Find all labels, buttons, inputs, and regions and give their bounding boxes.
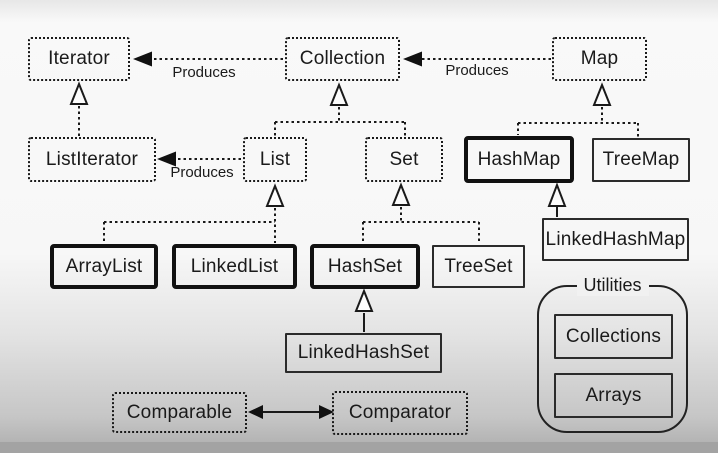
edge-listiterator-extends-iterator	[69, 81, 89, 136]
node-comparator: Comparator	[332, 391, 468, 435]
node-treemap: TreeMap	[592, 138, 690, 182]
produces-label: Produces	[445, 62, 509, 79]
node-treeset: TreeSet	[432, 245, 525, 288]
edge-hashmap-treemap-implement-map	[517, 82, 639, 137]
node-collections-utility: Collections	[554, 314, 673, 359]
node-list: List	[243, 137, 307, 182]
node-hashset: HashSet	[310, 244, 420, 289]
edge-map-produces-collection	[403, 51, 551, 67]
node-collection: Collection	[285, 37, 400, 81]
node-arrays-utility: Arrays	[554, 373, 673, 418]
node-comparable: Comparable	[112, 392, 247, 433]
node-linkedhashset: LinkedHashSet	[285, 333, 442, 373]
produces-label: Produces	[172, 64, 236, 81]
edge-linkedhashset-extends-hashset	[354, 288, 374, 332]
node-linkedlist: LinkedList	[172, 244, 297, 289]
utilities-title: Utilities	[576, 275, 649, 296]
produces-label: Produces	[170, 164, 234, 181]
edge-list-produces-listiterator	[157, 151, 241, 167]
node-linkedhashmap: LinkedHashMap	[542, 218, 689, 261]
video-letterbox-band	[0, 442, 718, 453]
node-iterator: Iterator	[28, 37, 130, 81]
node-hashmap: HashMap	[464, 136, 574, 183]
edge-collection-produces-iterator	[133, 51, 283, 67]
edge-hashset-treeset-implement-set	[362, 182, 480, 244]
edge-comparable-comparator-association	[248, 405, 334, 419]
node-set: Set	[365, 137, 443, 182]
edge-list-set-extend-collection	[274, 82, 406, 136]
edge-arraylist-linkedlist-implement-list	[103, 183, 285, 243]
edge-linkedhashmap-extends-hashmap	[547, 182, 567, 217]
node-map: Map	[552, 37, 647, 81]
utilities-group: Utilities Collections Arrays	[537, 275, 688, 433]
node-arraylist: ArrayList	[50, 244, 158, 289]
node-listiterator: ListIterator	[28, 137, 156, 182]
